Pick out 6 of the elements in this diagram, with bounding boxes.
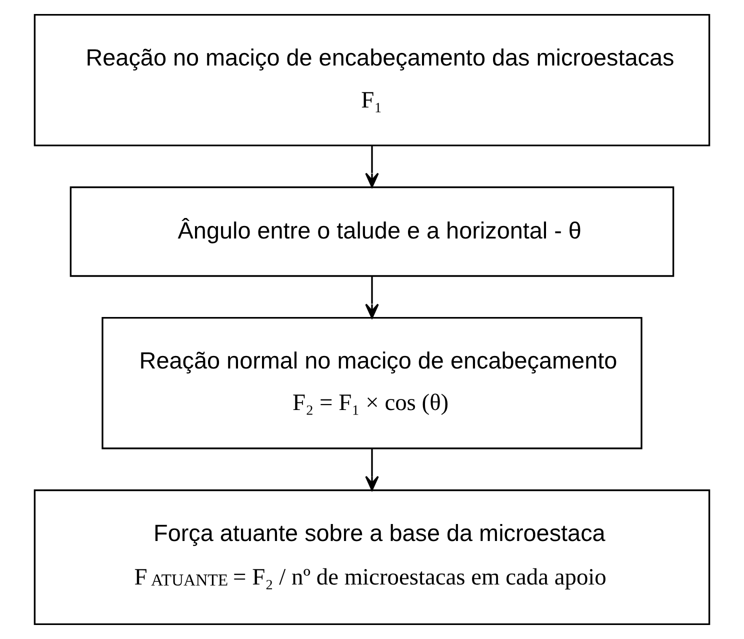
arrow	[365, 276, 379, 319]
arrow	[365, 448, 379, 491]
node-box: Reação normal no maciço de encabeçamento F₂ = F₁ × cos (θ)	[102, 316, 642, 450]
arrow	[365, 146, 379, 188]
node-box: Reação no maciço de encabeçamento das microestacas F₁	[34, 14, 710, 146]
node-box: Ângulo entre o talude e a horizontal - θ	[70, 186, 674, 277]
